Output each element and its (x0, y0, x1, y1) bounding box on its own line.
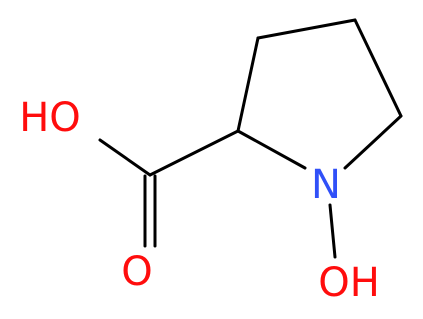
bond-c3-c4 (256, 18, 357, 40)
bond-c2-cooh (148, 129, 240, 177)
atom-label-ring-nitrogen: N (311, 162, 341, 208)
bond-n1-c2 (236, 129, 307, 170)
bond-cooh-oh (98, 138, 152, 177)
bond-n1-oh (328, 203, 337, 259)
atom-label-carbonyl-oxygen: O (121, 249, 152, 295)
atom-label-hydroxyl-bottom: OH (318, 260, 380, 306)
bond-c2-c3 (236, 36, 260, 133)
atom-label-hydroxyl-top: HO (19, 95, 81, 141)
bond-c4-c5 (353, 18, 403, 118)
bond-c5-n1 (343, 114, 403, 170)
